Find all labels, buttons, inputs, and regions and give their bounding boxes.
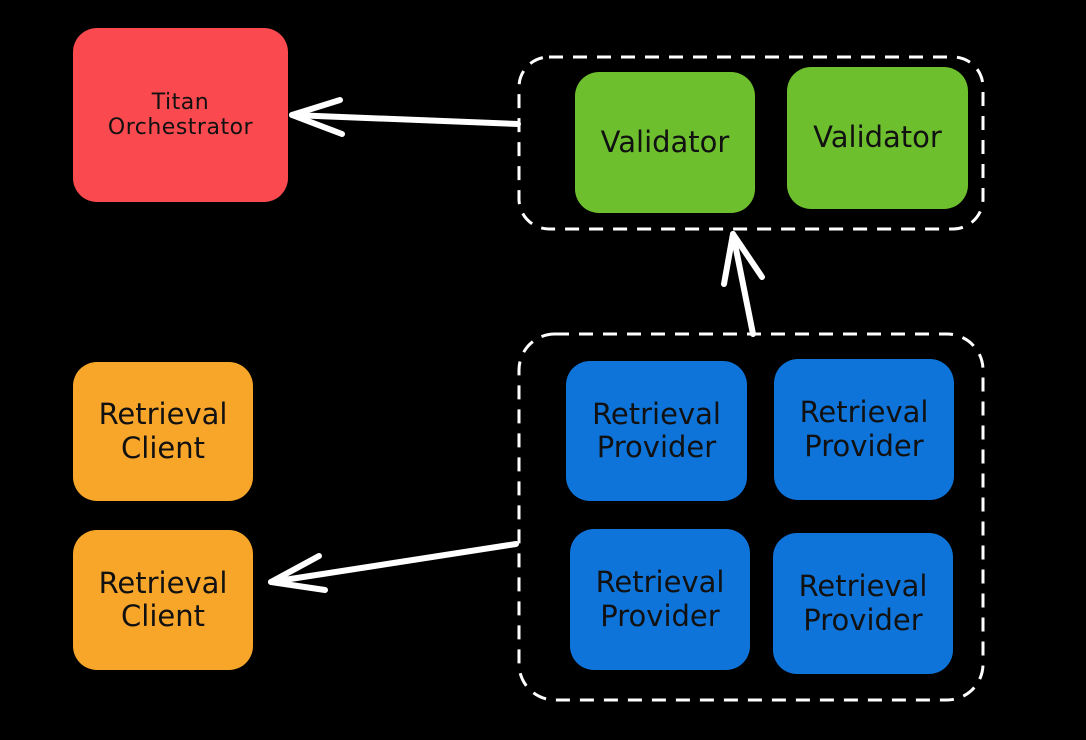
validator-node-1: Validator — [575, 72, 755, 213]
client-label-line2: Client — [121, 430, 205, 465]
client-label-line1: Retrieval — [98, 397, 228, 432]
edge-providers-to-validators — [721, 231, 765, 337]
edge-line — [730, 231, 756, 337]
client-label-line1: Retrieval — [98, 565, 228, 600]
retrieval-provider-node-4: Retrieval Provider — [773, 533, 953, 674]
retrieval-client-node-2: Retrieval Client — [73, 530, 253, 670]
edge-line — [289, 112, 521, 127]
edge-line — [268, 541, 519, 585]
provider-label-line2: Provider — [596, 430, 717, 464]
retrieval-provider-node-1: Retrieval Provider — [566, 361, 747, 501]
arrowhead — [289, 97, 345, 137]
provider-label-line2: Provider — [803, 602, 923, 637]
arrowhead — [268, 553, 328, 593]
client-label-line2: Client — [121, 599, 205, 633]
orchestrator-label-line1: Titan — [151, 89, 210, 115]
retrieval-client-node-1: Retrieval Client — [73, 362, 253, 501]
orchestrator-label-line2: Orchestrator — [107, 115, 254, 140]
provider-label-line2: Provider — [804, 428, 924, 463]
edge-validators-to-orchestrator — [289, 97, 521, 137]
validator-group-container — [517, 55, 985, 231]
provider-label-line2: Provider — [600, 598, 720, 633]
validator-label: Validator — [813, 120, 942, 155]
titan-orchestrator-node: Titan Orchestrator — [73, 28, 288, 202]
provider-label-line1: Retrieval — [798, 569, 928, 604]
validator-label: Validator — [600, 124, 730, 159]
provider-label-line1: Retrieval — [592, 396, 721, 431]
provider-label-line1: Retrieval — [799, 395, 929, 430]
retrieval-provider-node-2: Retrieval Provider — [774, 359, 954, 500]
provider-label-line1: Retrieval — [595, 565, 725, 600]
arrowhead — [721, 231, 765, 287]
edge-providers-to-client — [268, 541, 519, 593]
validator-node-2: Validator — [787, 67, 968, 209]
retrieval-provider-node-3: Retrieval Provider — [570, 529, 750, 670]
